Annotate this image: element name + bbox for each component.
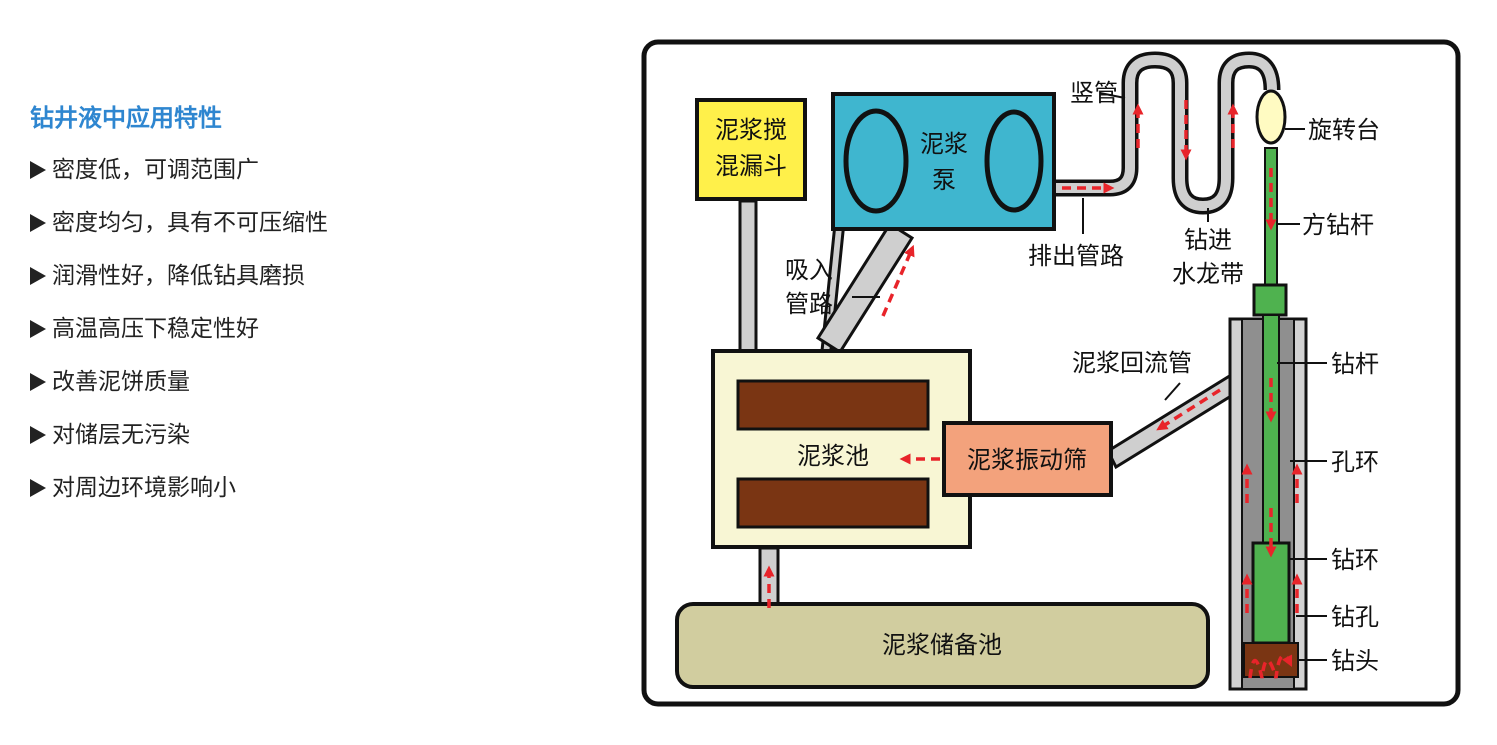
pump-cylinder-right <box>984 109 1044 213</box>
feature-text: 改善泥饼质量 <box>52 369 190 395</box>
suction-label-line1: 吸入 <box>785 256 833 284</box>
flow-arrow <box>1156 388 1221 431</box>
feature-text: 对周边环境影响小 <box>52 475 236 501</box>
drill-collar-label: 钻环 <box>1331 546 1379 574</box>
kelly-label: 方钻杆 <box>1302 211 1374 239</box>
feature-text: 高温高压下稳定性好 <box>52 316 259 342</box>
feature-text: 密度均匀，具有不可压缩性 <box>52 210 328 236</box>
triangle-bullet-icon <box>30 320 46 338</box>
flow-arrows <box>763 100 1303 679</box>
swivel-label: 旋转台 <box>1308 116 1380 144</box>
triangle-bullet-icon <box>30 373 46 391</box>
pit-cell-top <box>736 379 930 431</box>
standpipe-label: 竖管 <box>1070 79 1118 107</box>
drill-collar <box>1251 541 1291 645</box>
triangle-bullet-icon <box>30 161 46 179</box>
flow-arrow <box>881 244 915 317</box>
feature-item: 密度均匀，具有不可压缩性 <box>30 197 590 250</box>
feature-item: 对储层无污染 <box>30 409 590 462</box>
kelly-bushing <box>1252 283 1288 317</box>
triangle-bullet-icon <box>30 479 46 497</box>
leader-line <box>1164 382 1181 401</box>
discharge-label: 排出管路 <box>1028 242 1124 270</box>
feature-text: 对储层无污染 <box>52 422 190 448</box>
feature-item: 改善泥饼质量 <box>30 356 590 409</box>
suction-label-line2: 管路 <box>785 290 833 318</box>
bit-label: 钻头 <box>1331 647 1379 675</box>
pump-label-line2: 泵 <box>932 166 956 194</box>
feature-text: 密度低，可调范围广 <box>52 157 259 183</box>
triangle-bullet-icon <box>30 267 46 285</box>
hose-label-line2: 水龙带 <box>1172 260 1244 288</box>
borehole-label: 钻孔 <box>1331 603 1379 631</box>
mud-pit-label: 泥浆池 <box>797 442 869 470</box>
swivel <box>1255 89 1287 145</box>
shale-shaker <box>942 421 1113 497</box>
hose-label-line1: 钻进 <box>1184 226 1232 254</box>
mud-pump <box>831 92 1056 231</box>
leader-lines <box>852 92 1327 661</box>
shaker-label: 泥浆振动筛 <box>967 446 1087 474</box>
drill-pipe-label: 钻杆 <box>1331 350 1379 378</box>
flow-arrow <box>1248 653 1293 679</box>
hopper-stem <box>738 199 758 353</box>
feature-item: 密度低，可调范围广 <box>30 144 590 197</box>
return-line-label: 泥浆回流管 <box>1072 349 1192 377</box>
hopper-label-line1: 泥浆搅 <box>715 116 787 144</box>
pump-cylinder-left <box>843 108 909 214</box>
hopper-label-line2: 混漏斗 <box>715 152 787 180</box>
triangle-bullet-icon <box>30 426 46 444</box>
reserve-tank <box>675 602 1210 689</box>
reserve-tank-label: 泥浆储备池 <box>882 631 1002 659</box>
features-title: 钻井液中应用特性 <box>30 104 222 132</box>
feature-item: 高温高压下稳定性好 <box>30 303 590 356</box>
triangle-bullet-icon <box>30 214 46 232</box>
feature-text: 润滑性好，降低钻具磨损 <box>52 263 305 289</box>
pit-cell-bottom <box>736 477 930 529</box>
standpipe-fill <box>1055 54 1277 212</box>
mixing-hopper <box>695 98 807 201</box>
annulus-label: 孔环 <box>1331 448 1379 476</box>
feature-item: 对周边环境影响小 <box>30 462 590 515</box>
features-panel: 钻井液中应用特性 密度低，可调范围广 密度均匀，具有不可压缩性 润滑性好，降低钻… <box>30 100 590 515</box>
mud-circulation-diagram: 泥浆搅 混漏斗 泥浆 泵 吸入 管路 排出管路 竖管 钻进 水龙带 旋转台 方钻… <box>641 39 1461 707</box>
feature-item: 润滑性好，降低钻具磨损 <box>30 250 590 303</box>
leader-line <box>1099 92 1126 99</box>
pump-label-line1: 泥浆 <box>920 130 968 158</box>
features-list: 密度低，可调范围广 密度均匀，具有不可压缩性 润滑性好，降低钻具磨损 高温高压下… <box>30 144 590 515</box>
